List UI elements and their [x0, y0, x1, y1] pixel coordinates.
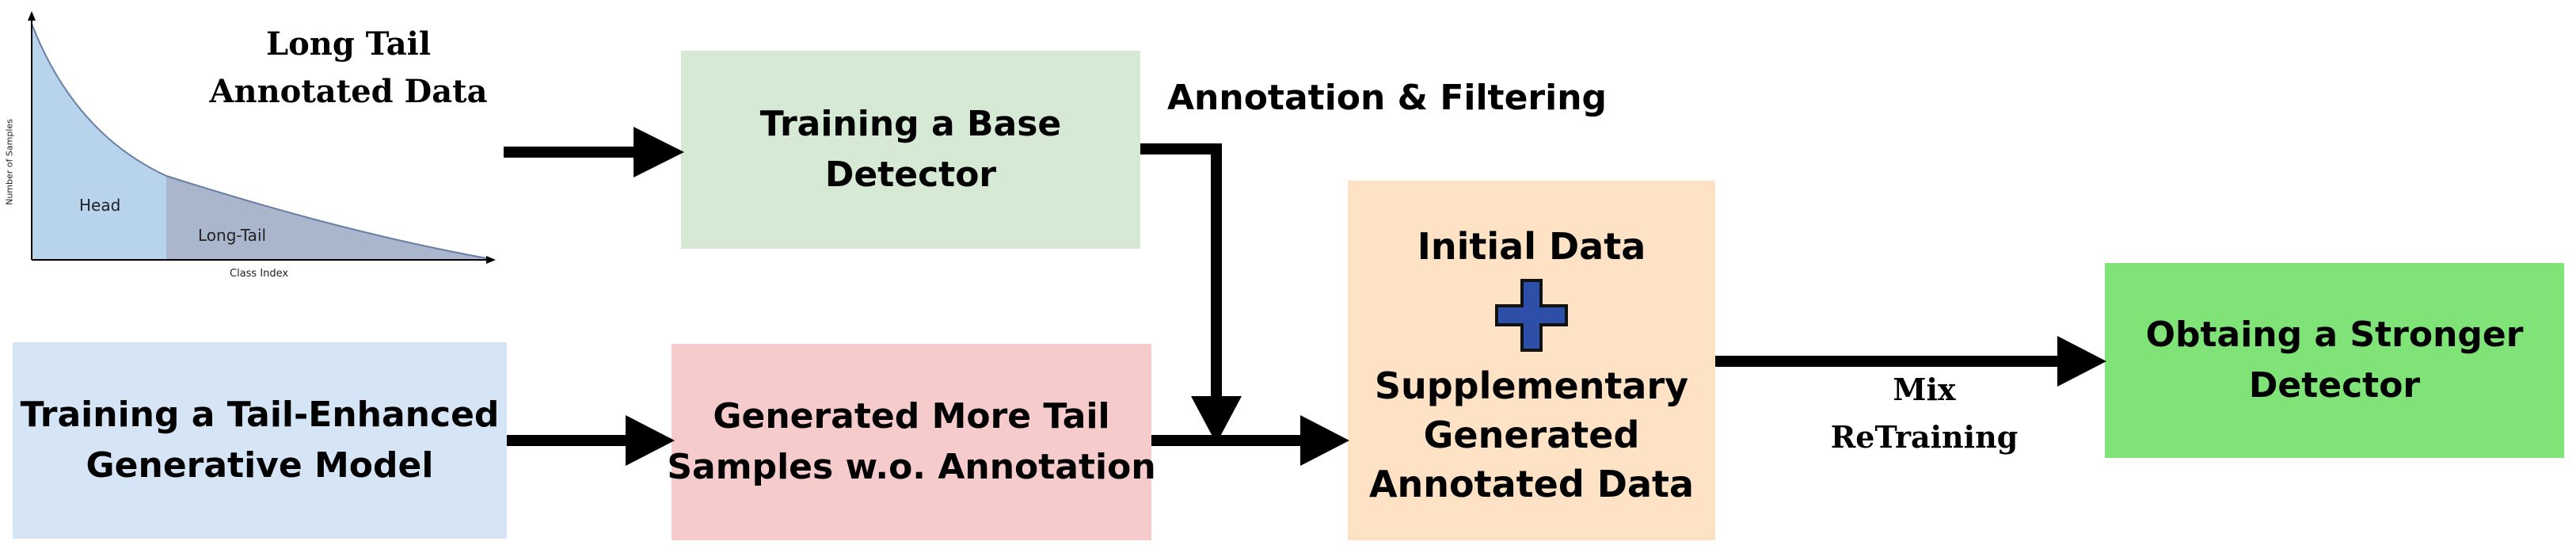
y-axis-arrow [28, 11, 36, 21]
stronger-line-2: Detector [2248, 365, 2421, 406]
supplementary-line-3: Annotated Data [1368, 463, 1695, 505]
supplementary-line-1: Supplementary [1374, 364, 1689, 407]
base-detector-line-2: Detector [824, 154, 997, 195]
chart-xlabel: Class Index [230, 268, 289, 280]
retraining-label: ReTraining [1830, 419, 2019, 455]
tail-model-box: Training a Tail-Enhanced Generative Mode… [13, 342, 507, 539]
supplementary-line-2: Generated [1423, 414, 1640, 456]
arrow-merged-to-stronger [1715, 336, 2106, 387]
tail-model-line-2: Generative Model [86, 445, 434, 486]
annotation-filtering-label: Annotation & Filtering [1167, 78, 1608, 118]
arrow-generated-to-merged [1151, 415, 1349, 466]
chart-title-line-1: Long Tail [265, 25, 432, 63]
chart-region-head [32, 24, 166, 259]
tail-model-line-1: Training a Tail-Enhanced [20, 395, 500, 435]
plus-icon [1495, 279, 1568, 352]
generated-line-1: Generated More Tail [713, 396, 1110, 437]
arrow-tail-model-to-generated [507, 415, 675, 466]
chart-region-tail [166, 176, 491, 259]
x-axis-arrow [486, 256, 496, 264]
chart-title-line-2: Annotated Data [209, 73, 488, 110]
chart-head-label: Head [79, 196, 121, 215]
merged-data-box: Initial Data Supplementary Generated Ann… [1348, 181, 1715, 540]
base-detector-line-1: Training a Base [759, 104, 1062, 144]
generated-line-2: Samples w.o. Annotation [667, 447, 1156, 487]
stronger-line-1: Obtaing a Stronger [2145, 315, 2524, 355]
mix-retraining-label: Mix ReTraining [1829, 366, 2019, 461]
base-detector-box: Training a Base Detector [681, 51, 1140, 249]
mix-label: Mix [1893, 372, 1956, 407]
arrow-chart-to-base-detector [504, 127, 684, 177]
initial-data-label: Initial Data [1417, 225, 1646, 268]
long-tail-chart [28, 11, 496, 264]
distribution-curve [31, 23, 492, 260]
stronger-detector-box: Obtaing a Stronger Detector [2105, 263, 2564, 458]
chart-title: Long Tail Annotated Data [190, 21, 507, 116]
arrow-base-detector-to-merge [1140, 143, 1242, 444]
chart-tail-label: Long-Tail [198, 226, 267, 245]
generated-samples-box: Generated More Tail Samples w.o. Annotat… [667, 344, 1156, 540]
